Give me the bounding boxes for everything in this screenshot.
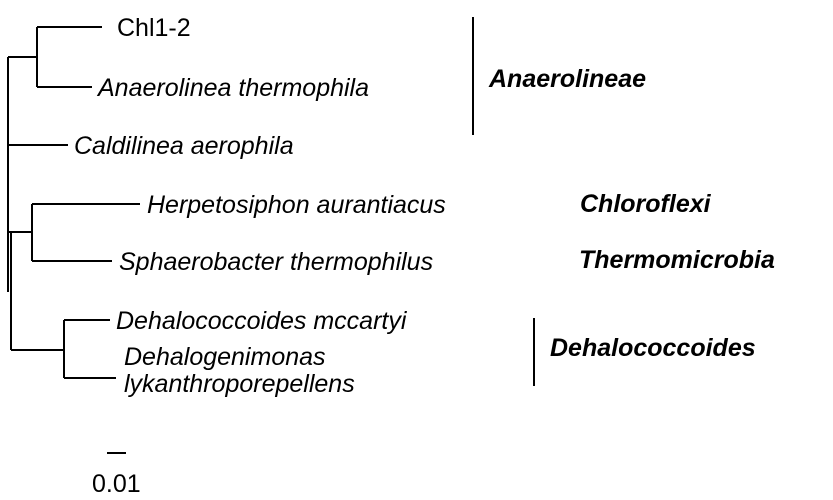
taxon-label-sphaerobacter: Sphaerobacter thermophilus <box>119 248 433 276</box>
group-label-anaerolineae: Anaerolineae <box>488 65 646 93</box>
taxon-label-dehalogenimonas-line1: Dehalogenimonas <box>124 343 326 371</box>
group-labels: Anaerolineae Chloroflexi Thermomicrobia … <box>488 65 775 362</box>
group-label-thermomicrobia: Thermomicrobia <box>579 246 775 274</box>
taxon-label-dehalococcoides: Dehalococcoides mccartyi <box>116 307 408 335</box>
taxon-labels: Chl1-2 Anaerolinea thermophila Caldiline… <box>74 14 446 398</box>
taxon-label-caldilinea: Caldilinea aerophila <box>74 132 294 160</box>
taxon-label-chl12: Chl1-2 <box>117 14 191 42</box>
tree-branches <box>7 26 140 379</box>
group-label-dehalococcoides: Dehalococcoides <box>550 334 756 362</box>
taxon-label-dehalogenimonas-line2: lykanthroporepellens <box>124 370 355 398</box>
group-label-chloroflexi: Chloroflexi <box>580 190 712 218</box>
group-brackets <box>472 17 535 386</box>
scale-bar-label: 0.01 <box>92 470 141 498</box>
taxon-label-herpetosiphon: Herpetosiphon aurantiacus <box>147 191 446 219</box>
scale-bar: 0.01 <box>92 452 141 498</box>
taxon-label-anaerolinea: Anaerolinea thermophila <box>96 74 369 102</box>
